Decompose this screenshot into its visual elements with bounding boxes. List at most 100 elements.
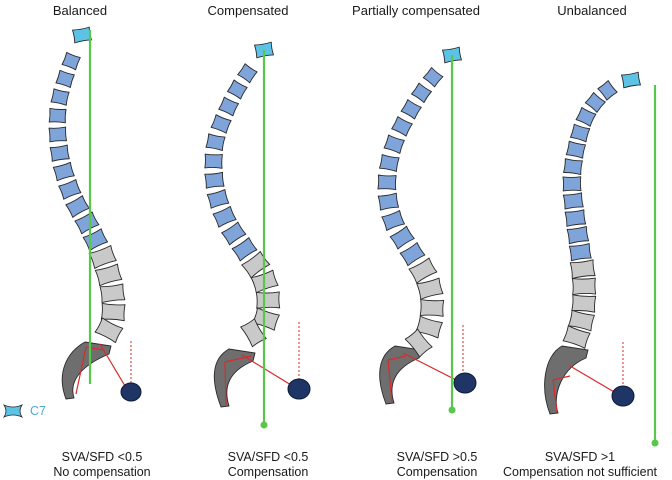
panel-title-partially-compensated: Partially compensated bbox=[352, 3, 480, 18]
caption-unbalanced: SVA/SFD >1 Compensation not sufficient bbox=[490, 450, 670, 479]
thoracic-vertebra bbox=[204, 153, 223, 169]
thoracic-vertebra bbox=[400, 99, 422, 120]
femoral-head bbox=[453, 372, 477, 394]
sacrum bbox=[213, 348, 256, 408]
plumb-line-end-dot bbox=[448, 406, 456, 414]
thoracic-vertebra bbox=[237, 63, 258, 84]
lumbar-vertebra bbox=[404, 328, 433, 358]
thoracic-vertebra bbox=[562, 192, 584, 210]
lumbar-vertebra bbox=[408, 257, 438, 284]
plumb-line-end-dot bbox=[260, 421, 268, 429]
panel-title-compensated: Compensated bbox=[207, 3, 289, 18]
lumbar-vertebra bbox=[562, 325, 591, 349]
lumbar-vertebra bbox=[416, 277, 444, 300]
sacral-endplate-line bbox=[552, 375, 571, 381]
caption-status: Compensation bbox=[396, 464, 478, 479]
plumb-line-end-dot bbox=[651, 439, 659, 447]
thoracic-vertebra bbox=[575, 106, 597, 127]
thoracic-vertebra bbox=[227, 79, 248, 100]
thoracic-vertebra bbox=[399, 242, 426, 267]
thoracic-vertebra bbox=[379, 154, 400, 172]
thoracic-vertebra bbox=[584, 92, 606, 113]
thoracic-vertebra bbox=[205, 133, 226, 152]
caption-ratio: SVA/SFD >0.5 bbox=[396, 450, 478, 464]
thoracic-vertebra bbox=[231, 237, 258, 262]
caption-status: Compensation not sufficient bbox=[502, 464, 658, 479]
thoracic-vertebra bbox=[568, 243, 592, 262]
lumbar-vertebra bbox=[415, 315, 443, 339]
thoracic-vertebra bbox=[389, 225, 415, 250]
legend: C7 bbox=[2, 403, 46, 419]
lumbar-vertebra bbox=[88, 245, 117, 269]
femoral-head bbox=[287, 378, 311, 400]
lumbar-vertebra bbox=[419, 299, 445, 317]
thoracic-vertebra bbox=[74, 211, 100, 235]
thoracic-vertebra bbox=[218, 96, 239, 117]
sacrofemoral-line bbox=[241, 354, 297, 389]
thoracic-vertebra bbox=[383, 134, 405, 154]
thoracic-vertebra bbox=[422, 67, 444, 88]
caption-ratio: SVA/SFD <0.5 bbox=[61, 450, 143, 464]
pelvic-reference-line bbox=[224, 361, 227, 406]
thoracic-vertebra bbox=[212, 205, 237, 228]
lumbar-vertebra bbox=[568, 309, 595, 332]
thoracic-vertebra bbox=[48, 108, 67, 124]
lumbar-vertebra bbox=[255, 291, 281, 309]
panel-title-unbalanced: Unbalanced bbox=[557, 3, 627, 18]
thoracic-vertebra bbox=[50, 88, 70, 106]
thoracic-vertebra bbox=[204, 171, 225, 189]
c7-vertebra bbox=[621, 71, 641, 89]
thoracic-vertebra bbox=[391, 116, 413, 137]
pelvic-reference-line bbox=[387, 359, 393, 403]
lumbar-vertebra bbox=[571, 277, 597, 296]
sacrofemoral-line bbox=[99, 343, 129, 392]
caption-status: No compensation bbox=[53, 464, 151, 479]
thoracic-vertebra bbox=[569, 123, 591, 143]
thoracic-vertebra bbox=[49, 144, 70, 162]
thoracic-vertebra bbox=[221, 221, 247, 246]
thoracic-vertebra bbox=[563, 158, 583, 176]
legend-label: C7 bbox=[30, 404, 46, 418]
lumbar-vertebra bbox=[99, 283, 126, 304]
pelvic-reference-line bbox=[552, 379, 558, 413]
caption-compensated: SVA/SFD <0.5 Compensation bbox=[178, 450, 358, 479]
spine-panel-unbalanced bbox=[544, 71, 659, 447]
thoracic-vertebra bbox=[381, 210, 405, 231]
lumbar-vertebra bbox=[241, 251, 271, 279]
caption-ratio: SVA/SFD <0.5 bbox=[227, 450, 309, 464]
thoracic-vertebra bbox=[377, 192, 400, 211]
thoracic-vertebra bbox=[377, 174, 397, 191]
lumbar-vertebra bbox=[100, 303, 126, 322]
sacrofemoral-line bbox=[569, 365, 622, 397]
sacrofemoral-line bbox=[402, 352, 463, 384]
caption-balanced: SVA/SFD <0.5 No compensation bbox=[12, 450, 192, 479]
sacrum bbox=[61, 341, 112, 400]
thoracic-vertebra bbox=[566, 225, 590, 245]
thoracic-vertebra bbox=[597, 80, 618, 101]
sacral-endplate-line bbox=[224, 355, 252, 363]
femoral-head bbox=[611, 385, 635, 407]
thoracic-vertebra bbox=[82, 228, 109, 252]
caption-partially-compensated: SVA/SFD >0.5 Compensation bbox=[347, 450, 527, 479]
thoracic-vertebra bbox=[55, 69, 75, 88]
thoracic-vertebra bbox=[206, 189, 230, 209]
thoracic-vertebra bbox=[65, 195, 90, 218]
lumbar-vertebra bbox=[569, 259, 596, 279]
lumbar-vertebra bbox=[240, 318, 267, 348]
pelvic-reference-line bbox=[75, 346, 87, 395]
lumbar-vertebra bbox=[94, 263, 123, 287]
sacral-endplate-line bbox=[387, 355, 407, 361]
caption-ratio: SVA/SFD >1 bbox=[544, 450, 616, 464]
caption-status: Compensation bbox=[227, 464, 309, 479]
thoracic-vertebra bbox=[565, 140, 587, 159]
thoracic-vertebra bbox=[562, 176, 582, 192]
c7-vertebra bbox=[72, 26, 92, 44]
thoracic-vertebra bbox=[58, 179, 82, 200]
thoracic-vertebra bbox=[411, 82, 432, 103]
sacrum bbox=[379, 345, 422, 405]
c7-vertebra-icon bbox=[2, 404, 24, 418]
thoracic-vertebra bbox=[48, 126, 67, 143]
thoracic-vertebra bbox=[52, 161, 75, 182]
thoracic-vertebra bbox=[61, 51, 81, 71]
